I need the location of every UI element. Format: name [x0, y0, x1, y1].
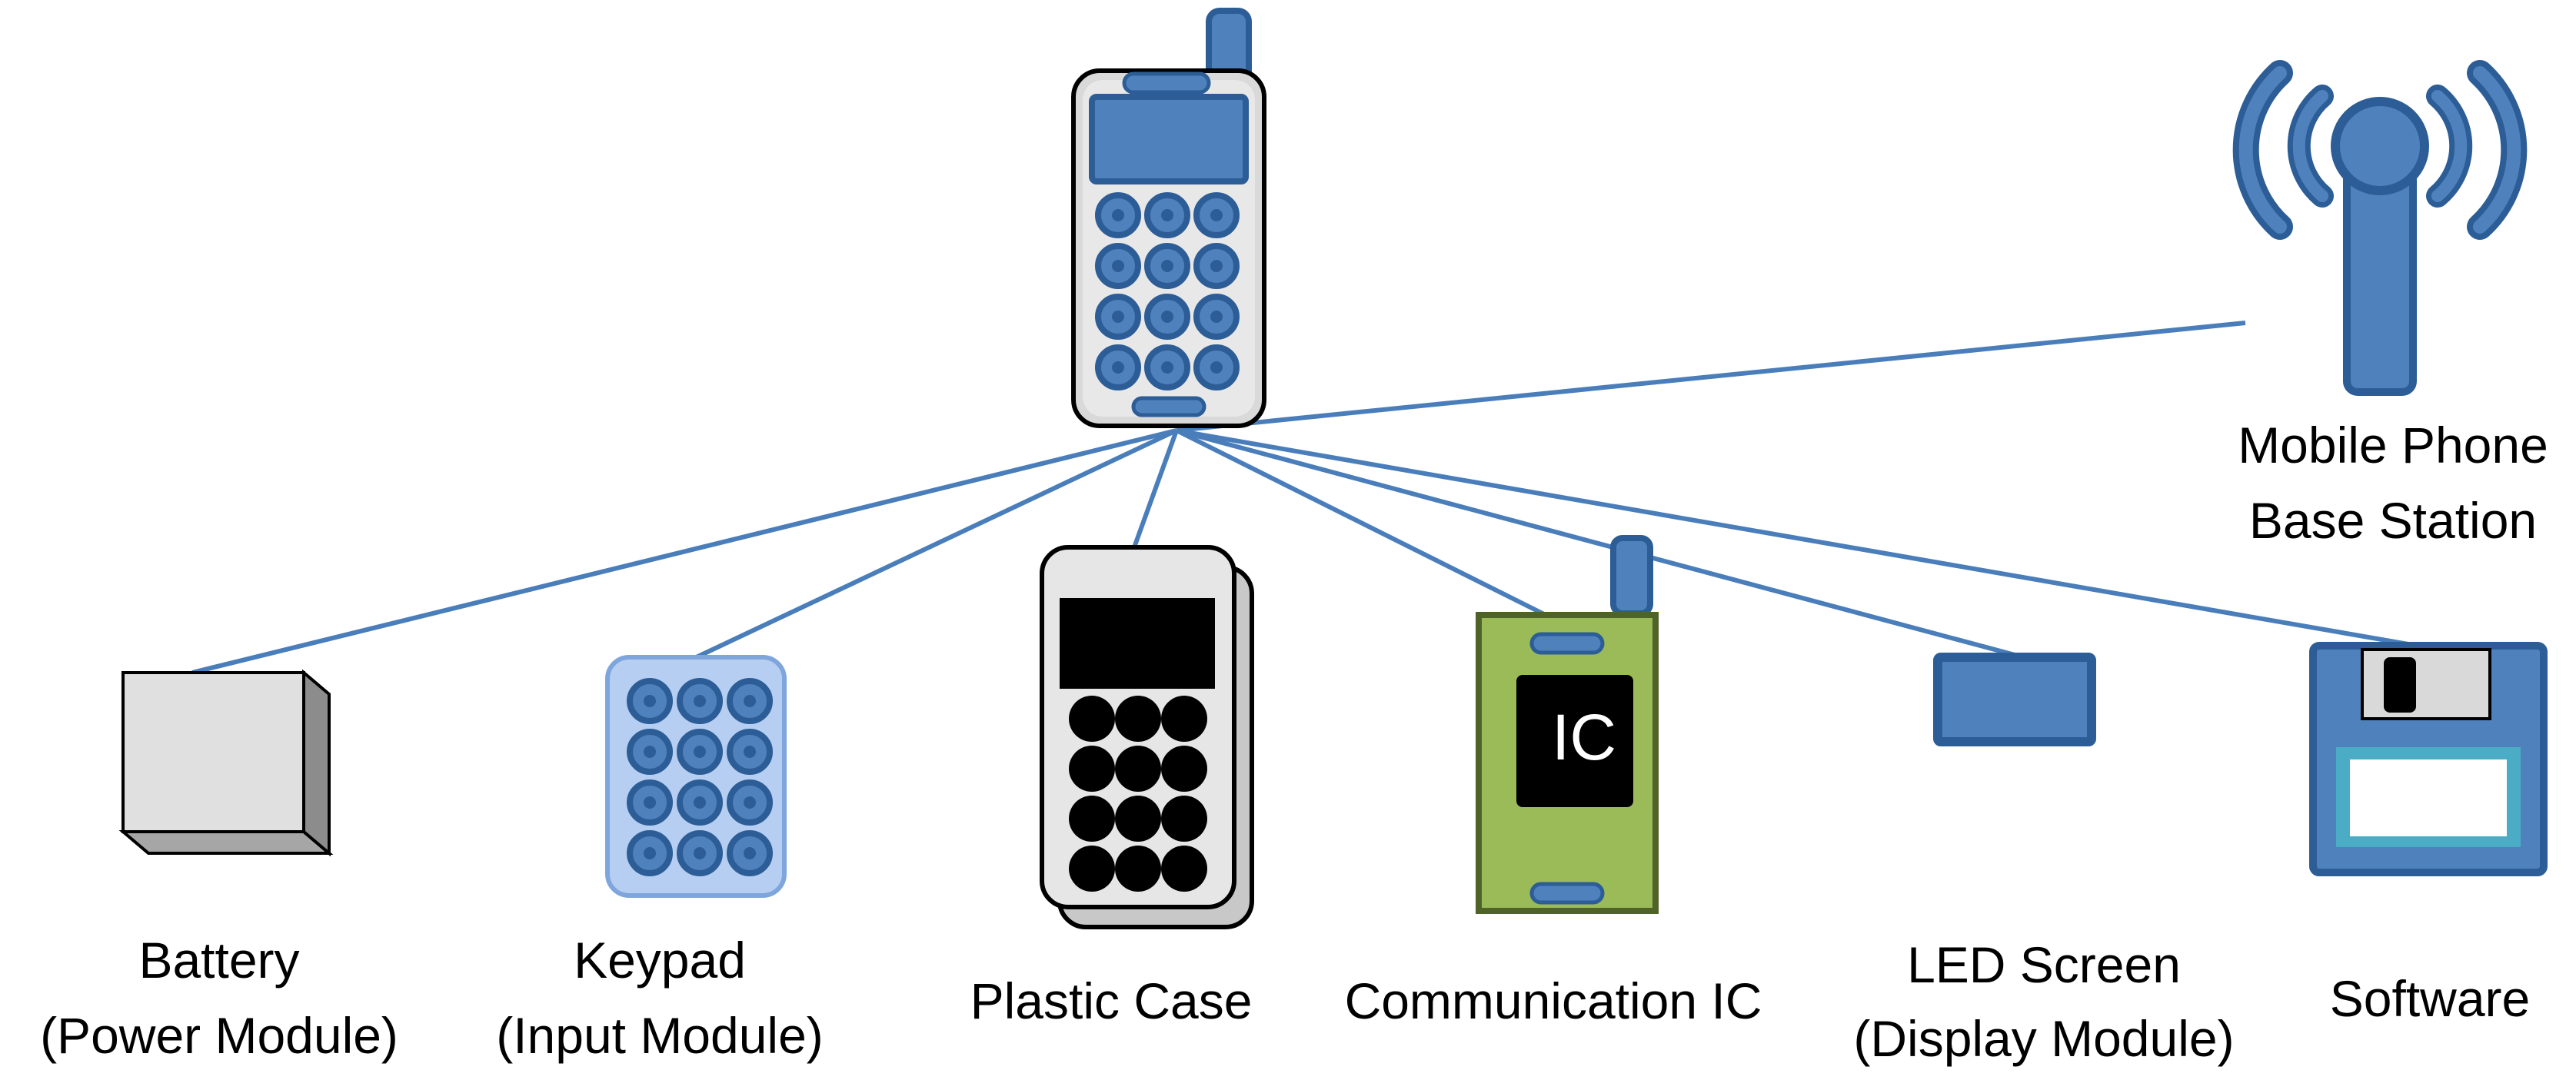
- battery-label-line1: Battery: [138, 932, 299, 989]
- comm-ic-label: Communication IC: [1345, 972, 1762, 1029]
- connector-plastic-case: [1132, 429, 1179, 549]
- battery-label-line2: (Power Module): [40, 1007, 398, 1064]
- connector-led-screen: [1176, 428, 2039, 663]
- led-screen-icon: [1933, 653, 2096, 746]
- connector-base-station: [1176, 321, 2246, 433]
- keypad-label-line1: Keypad: [574, 932, 746, 989]
- battery-box-icon: [118, 669, 334, 857]
- connector-keypad: [687, 428, 1178, 663]
- communication-ic-icon: [1476, 535, 1659, 914]
- ic-chip-text: IC: [1552, 701, 1616, 773]
- radio-tower-icon: [2232, 60, 2528, 396]
- plastic-case-icon: [1040, 545, 1254, 929]
- mobile-phone-icon: [1071, 8, 1266, 428]
- plastic-case-label: Plastic Case: [970, 972, 1253, 1029]
- base-station-label-line1: Mobile Phone: [2238, 417, 2548, 474]
- keypad-icon: [605, 655, 787, 898]
- floppy-disk-icon: [2309, 642, 2548, 876]
- base-station-label-line2: Base Station: [2249, 492, 2537, 549]
- led-screen-label-line1: LED Screen: [1907, 936, 2181, 993]
- connector-software: [1176, 428, 2484, 660]
- connector-lines: [191, 321, 2484, 675]
- led-screen-label-line2: (Display Module): [1853, 1010, 2234, 1067]
- keypad-label-line2: (Input Module): [496, 1007, 824, 1064]
- software-label: Software: [2330, 970, 2530, 1027]
- connector-battery: [191, 428, 1177, 675]
- connector-comm-ic: [1175, 428, 1547, 617]
